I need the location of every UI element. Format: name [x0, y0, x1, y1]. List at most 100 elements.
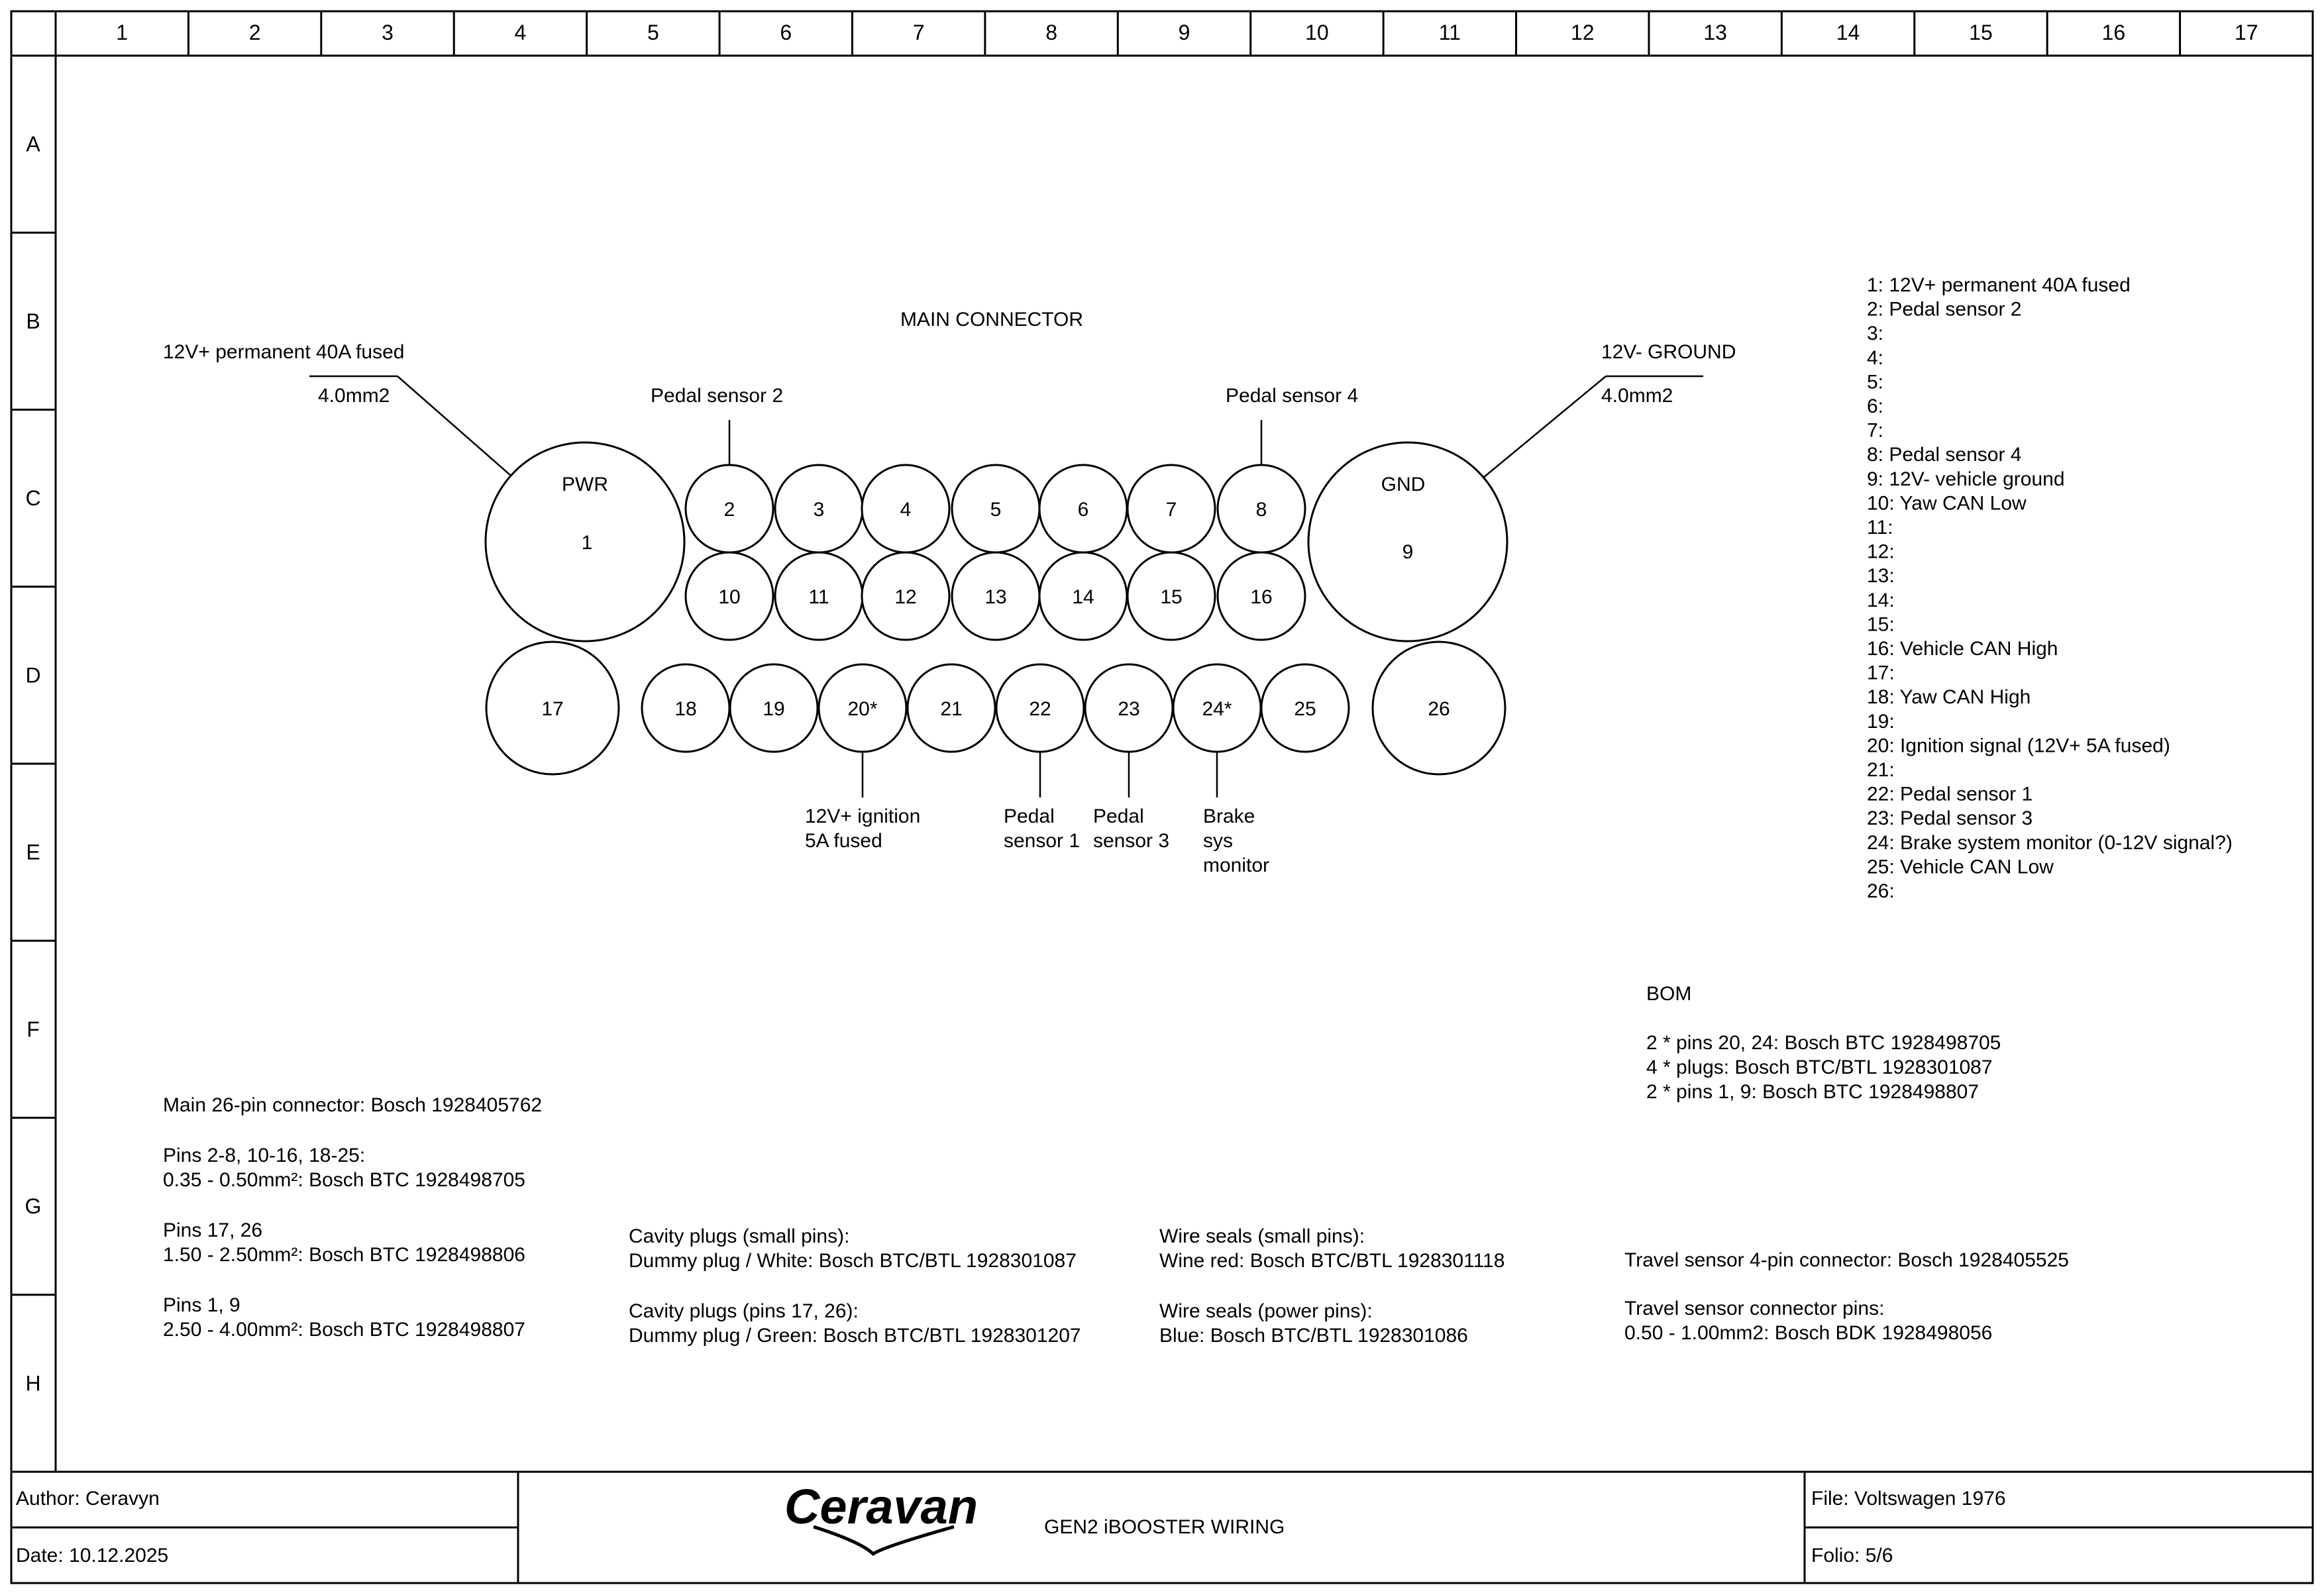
pin-list-item: 16: Vehicle CAN High — [1867, 638, 2058, 660]
bom-section: BOM 2 * pins 20, 24: Bosch BTC 192849870… — [1646, 983, 2001, 1103]
cavity-26 — [1371, 641, 1506, 776]
column-label: 3 — [382, 21, 394, 44]
cavity-21 — [906, 663, 996, 753]
bom-item: 4 * plugs: Bosch BTC/BTL 1928301087 — [1646, 1056, 1993, 1078]
note-seal-power: Blue: Bosch BTC/BTL 1928301086 — [1159, 1325, 1468, 1347]
cavity-25 — [1260, 663, 1350, 753]
cavity-label: 12 — [894, 586, 916, 608]
cavity-label: 19 — [763, 698, 784, 720]
ceravan-logo: Ceravan — [784, 1479, 978, 1557]
cavity-label: 16 — [1250, 586, 1272, 608]
pin-list-item: 10: Yaw CAN Low — [1867, 492, 2027, 514]
column-label: 4 — [515, 21, 527, 44]
cavity-label: 13 — [984, 586, 1006, 608]
cavity-12 — [861, 551, 951, 641]
pin-list-item: 4: — [1867, 347, 1883, 369]
callout-pin9-name: 12V- GROUND — [1601, 341, 1736, 363]
note-pins-mid: 1.50 - 2.50mm²: Bosch BTC 1928498806 — [163, 1244, 525, 1266]
note-pins-small: Pins 2-8, 10-16, 18-25: — [163, 1145, 365, 1166]
column-label: 12 — [1571, 21, 1595, 44]
cavity-label: 26 — [1428, 698, 1450, 720]
callout-pin1-name: 12V+ permanent 40A fused — [163, 341, 404, 363]
pin-list-item: 2: Pedal sensor 2 — [1867, 299, 2021, 321]
column-label: 5 — [647, 21, 659, 44]
column-label: 6 — [780, 21, 792, 44]
row-label: D — [25, 663, 40, 687]
note-travel-connector: Travel sensor 4-pin connector: Bosch 192… — [1624, 1249, 2069, 1271]
connector-title: MAIN CONNECTOR — [900, 309, 1083, 331]
pin-list-item: 14: — [1867, 590, 1895, 611]
cavity-label: 25 — [1294, 698, 1316, 720]
callout-pin2: Pedal sensor 2 — [651, 385, 783, 407]
cavity-label: 20* — [847, 698, 877, 720]
cavity-label: 5 — [990, 499, 1002, 521]
pin-list-item: 6: — [1867, 395, 1883, 417]
cavity-22 — [995, 663, 1085, 753]
note-pins-mid: Pins 17, 26 — [163, 1219, 262, 1241]
row-label: G — [25, 1194, 42, 1218]
cavity-label: 3 — [814, 499, 825, 521]
pin-list-item: 11: — [1867, 517, 1893, 539]
note-pins-big: Pins 1, 9 — [163, 1294, 240, 1316]
cavity-label: 24* — [1202, 698, 1232, 720]
pin-list-item: 21: — [1867, 759, 1895, 781]
column-label: 17 — [2235, 21, 2258, 44]
drawing-title: GEN2 iBOOSTER WIRING — [1044, 1516, 1285, 1538]
cavity-20 — [818, 663, 908, 753]
pin-list-item: 25: Vehicle CAN Low — [1867, 856, 2054, 878]
cavity-9 — [1307, 441, 1508, 642]
row-label: H — [25, 1371, 40, 1395]
pwr-label: PWR — [562, 474, 608, 495]
cavity-label: 8 — [1256, 499, 1267, 521]
pin-list-item: 9: 12V- vehicle ground — [1867, 468, 2065, 490]
note-travel-pins: Travel sensor connector pins: — [1624, 1298, 1884, 1319]
callout-pin20-line1: 12V+ ignition — [805, 805, 920, 827]
note-pins-big: 2.50 - 4.00mm²: Bosch BTC 1928498807 — [163, 1319, 525, 1341]
row-label: B — [26, 309, 40, 333]
title-block: Author: Ceravyn Date: 10.12.2025 File: V… — [11, 1470, 2313, 1583]
author-field: Author: Ceravyn — [16, 1488, 160, 1510]
callout-pin23-line1: Pedal — [1093, 805, 1144, 827]
pin-list-item: 15: — [1867, 613, 1895, 635]
note-seal-power: Wire seals (power pins): — [1159, 1300, 1373, 1322]
row-label: F — [26, 1017, 40, 1041]
cavity-16 — [1216, 551, 1306, 641]
note-main-connector: Main 26-pin connector: Bosch 1928405762 — [163, 1094, 542, 1116]
pin-list-item: 3: — [1867, 323, 1883, 344]
pin-list-item: 19: — [1867, 711, 1895, 733]
note-seal-small: Wine red: Bosch BTC/BTL 1928301118 — [1159, 1250, 1505, 1272]
cavity-15 — [1126, 551, 1216, 641]
pin-list-item: 5: — [1867, 371, 1883, 393]
cavity-label: 7 — [1166, 499, 1177, 521]
bom-item: 2 * pins 20, 24: Bosch BTC 1928498705 — [1646, 1032, 2001, 1054]
sheet-border — [10, 10, 2314, 1584]
callout-pin20-line2: 5A fused — [805, 830, 882, 852]
callout-pin22-line2: sensor 1 — [1004, 830, 1080, 852]
pin-list-item: 23: Pedal sensor 3 — [1867, 807, 2033, 829]
cavity-10 — [684, 551, 774, 641]
pin-list-item: 18: Yaw CAN High — [1867, 686, 2031, 708]
callout-pin9-wire: 4.0mm2 — [1601, 385, 1673, 407]
column-label: 11 — [1439, 21, 1461, 44]
cavity-label: 9 — [1402, 541, 1414, 563]
cavity-17 — [485, 641, 620, 776]
callout-pin8: Pedal sensor 4 — [1226, 385, 1358, 407]
cavity-label: 6 — [1078, 499, 1089, 521]
callout-pin1-wire: 4.0mm2 — [318, 385, 390, 407]
cavity-label: 14 — [1072, 586, 1094, 608]
gnd-label: GND — [1381, 474, 1426, 495]
cavity-label: 2 — [724, 499, 735, 521]
note-travel-pins: 0.50 - 1.00mm2: Bosch BDK 1928498056 — [1624, 1322, 1992, 1344]
cavity-label: 23 — [1118, 698, 1139, 720]
column-dividers — [187, 11, 2182, 56]
column-label: 1 — [116, 21, 128, 44]
row-label: A — [26, 132, 40, 156]
row-label: C — [25, 486, 40, 510]
part-notes: Main 26-pin connector: Bosch 1928405762 … — [163, 1094, 2069, 1347]
note-cavity-small: Cavity plugs (small pins): — [629, 1225, 849, 1247]
cavity-label: 11 — [808, 586, 829, 608]
svg-text:Ceravan: Ceravan — [784, 1479, 978, 1534]
